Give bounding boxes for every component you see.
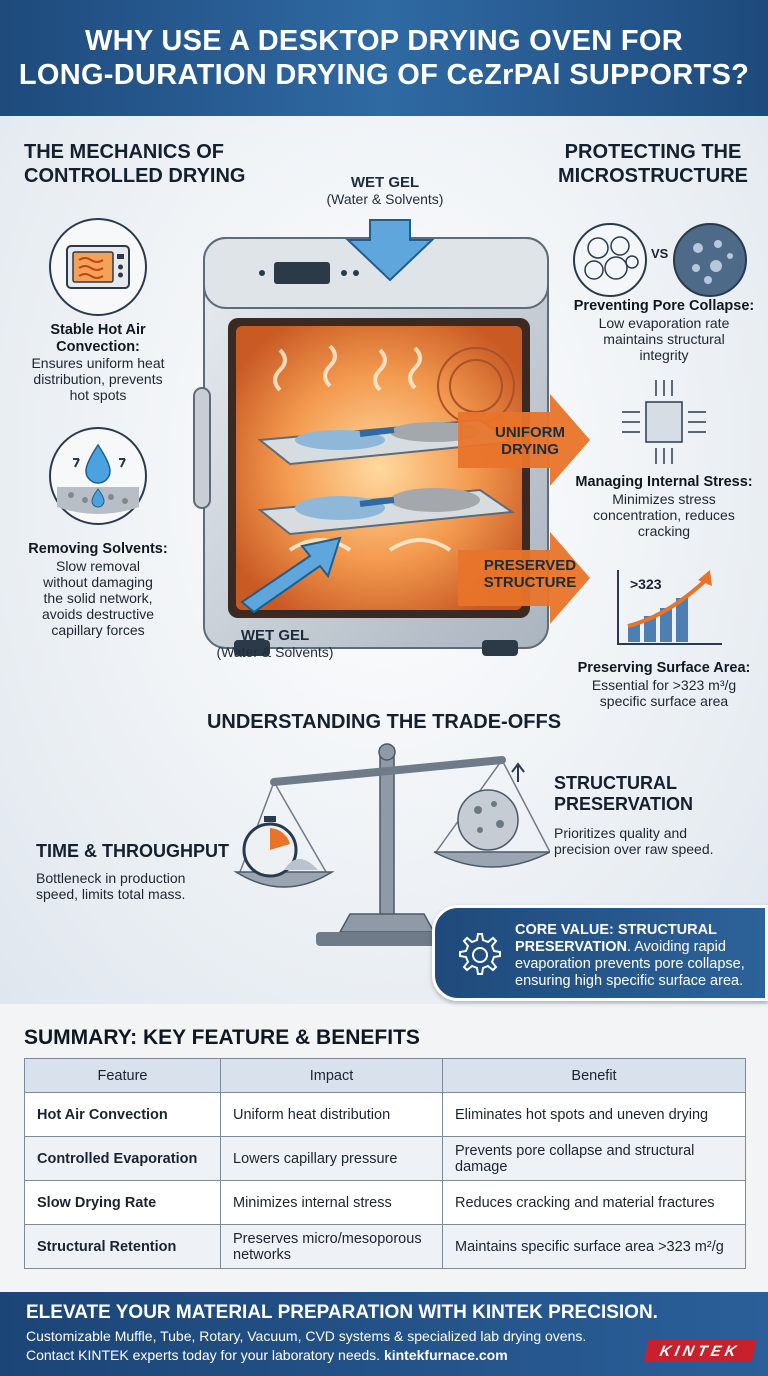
preserved-structure-label: PRESERVED STRUCTURE (483, 557, 577, 591)
table-row: Hot Air Convection Uniform heat distribu… (24, 1092, 746, 1137)
removing-solvents-title: Removing Solvents: (28, 541, 168, 557)
wet-gel-top-label: WET GEL (Water & Solvents) (326, 174, 444, 207)
structural-preservation-desc: Prioritizes quality and precision over r… (554, 825, 714, 857)
wet-gel-bottom-label: WET GEL (Water & Solvents) (216, 627, 334, 660)
table-cell: Structural Retention (24, 1224, 221, 1269)
footer-line-2: Contact KINTEK experts today for your la… (26, 1347, 508, 1363)
kintek-logo: KINTEK (643, 1340, 757, 1362)
surface-area-desc: Essential for >323 m³/g specific surface… (591, 677, 737, 709)
surface-area-title: Preserving Surface Area: (577, 660, 751, 676)
pore-collapse-title: Preventing Pore Collapse: (573, 298, 755, 314)
vs-label: VS (651, 246, 669, 261)
uniform-drying-label: UNIFORM DRYING (495, 424, 565, 458)
hot-air-desc: Ensures uniform heat distribution, preve… (31, 355, 165, 403)
table-cell: Reduces cracking and material fractures (442, 1180, 746, 1225)
table-header: Impact (220, 1058, 443, 1093)
time-throughput-desc: Bottleneck in production speed, limits t… (36, 870, 186, 902)
table-cell: Maintains specific surface area >323 m²/… (442, 1224, 746, 1269)
table-cell: Hot Air Convection (24, 1092, 221, 1137)
summary-title: SUMMARY: KEY FEATURE & BENEFITS (24, 1026, 420, 1049)
core-value-panel: CORE VALUE: STRUCTURAL PRESERVATION. Avo… (432, 905, 768, 1001)
balance-scale-illustration (233, 743, 550, 946)
internal-stress-desc: Minimizes stress concentration, reduces … (593, 491, 735, 539)
table-cell: Slow Drying Rate (24, 1180, 221, 1225)
microwave-oven-icon (49, 218, 147, 316)
stress-arrows-icon (622, 380, 706, 464)
footer-banner: ELEVATE YOUR MATERIAL PREPARATION WITH K… (0, 1292, 768, 1376)
removing-solvents-desc: Slow removal without damaging the solid … (41, 558, 155, 638)
table-cell: Preserves micro/mesoporous networks (220, 1224, 443, 1269)
table-row: Slow Drying Rate Minimizes internal stre… (24, 1180, 746, 1225)
drying-oven-illustration (193, 219, 590, 656)
surface-area-chart-icon (617, 570, 722, 645)
internal-stress-title: Managing Internal Stress: (575, 474, 753, 490)
gear-icon (459, 933, 501, 975)
water-drop-icon (49, 427, 147, 525)
table-header-row: Feature Impact Benefit (24, 1058, 746, 1093)
footer-line-1: Customizable Muffle, Tube, Rotary, Vacuu… (26, 1328, 587, 1344)
hot-air-title: Stable Hot Air Convection: (50, 322, 146, 355)
pore-collapse-desc: Low evaporation rate maintains structura… (598, 315, 730, 363)
footer-title: ELEVATE YOUR MATERIAL PREPARATION WITH K… (26, 1302, 658, 1323)
table-cell: Lowers capillary pressure (220, 1136, 443, 1181)
surface-area-badge: >323 (630, 576, 662, 592)
pore-comparison-icon (573, 223, 747, 297)
page-header: WHY USE A DESKTOP DRYING OVEN FOR LONG-D… (0, 0, 768, 116)
time-throughput-title: TIME & THROUGHPUT (36, 841, 229, 861)
table-header: Feature (24, 1058, 221, 1093)
table-cell: Uniform heat distribution (220, 1092, 443, 1137)
page-title: WHY USE A DESKTOP DRYING OVEN FOR LONG-D… (18, 25, 750, 91)
tradeoffs-title: UNDERSTANDING THE TRADE-OFFS (206, 711, 562, 733)
table-cell: Controlled Evaporation (24, 1136, 221, 1181)
core-value-text: CORE VALUE: STRUCTURAL PRESERVATION. Avo… (515, 922, 745, 989)
left-section-title: THE MECHANICS OF CONTROLLED DRYING (24, 141, 246, 187)
table-cell: Minimizes internal stress (220, 1180, 443, 1225)
table-cell: Prevents pore collapse and structural da… (442, 1136, 746, 1181)
structural-preservation-title: STRUCTURAL PRESERVATION (554, 773, 694, 814)
table-cell: Eliminates hot spots and uneven drying (442, 1092, 746, 1137)
summary-table: Feature Impact Benefit Hot Air Convectio… (24, 1058, 746, 1269)
right-section-title: PROTECTING THE MICROSTRUCTURE (558, 141, 748, 187)
table-header: Benefit (442, 1058, 746, 1093)
footer-website-link[interactable]: kintekfurnace.com (383, 1347, 508, 1363)
table-row: Controlled Evaporation Lowers capillary … (24, 1136, 746, 1181)
table-row: Structural Retention Preserves micro/mes… (24, 1224, 746, 1269)
